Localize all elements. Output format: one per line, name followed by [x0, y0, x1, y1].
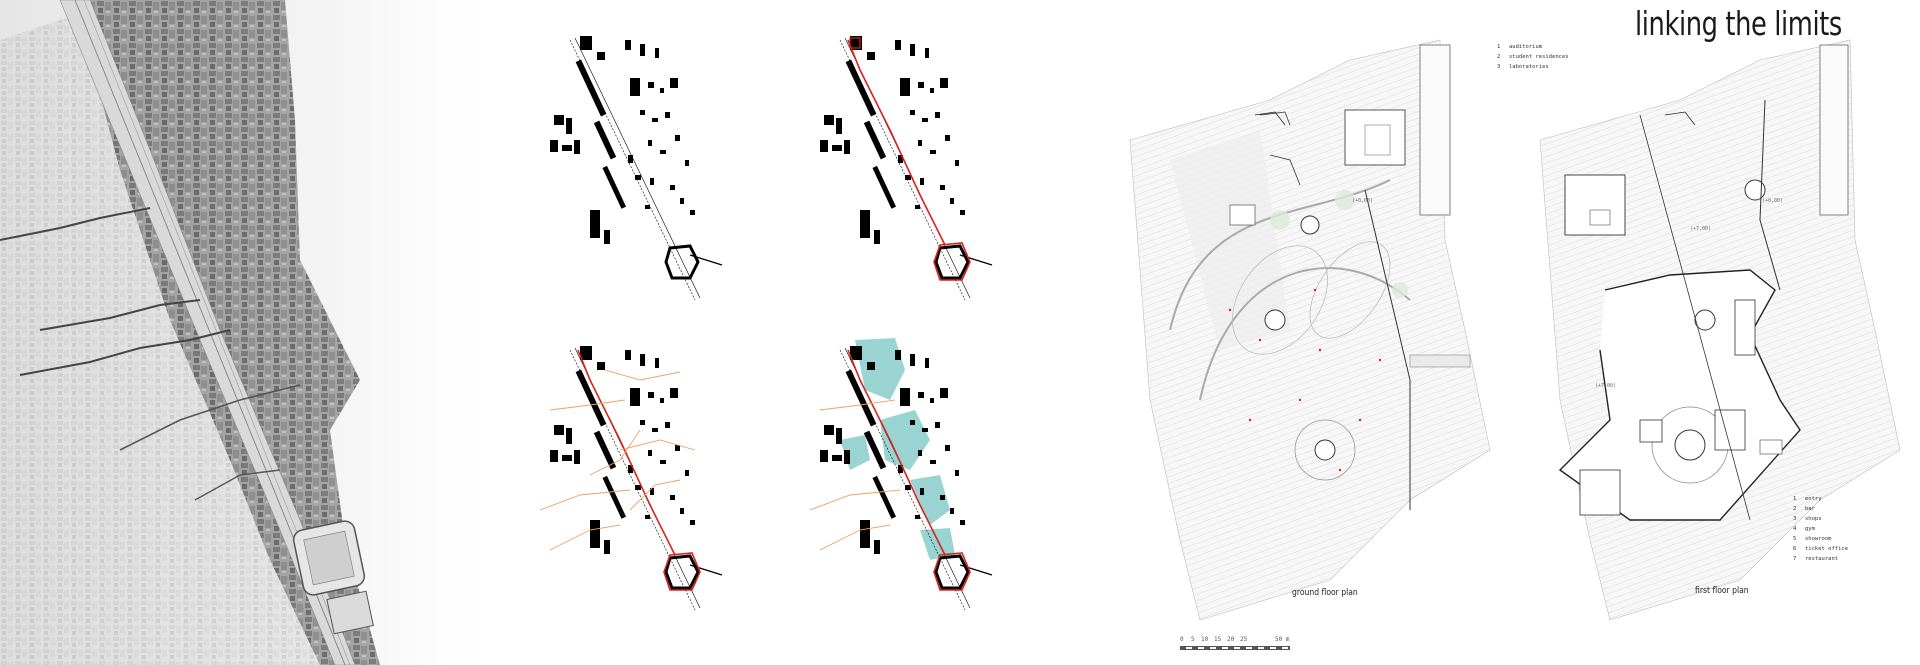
level-marker: (+7,00)	[1690, 226, 1712, 232]
first-floor-drawing	[1539, 39, 1901, 621]
scale-tick: 50 m	[1275, 636, 1290, 643]
first-floor-plan-label: first floor plan	[1695, 586, 1749, 596]
scale-tick: 20	[1227, 636, 1235, 643]
floor-plans	[1110, 0, 1920, 665]
scale-tick: 25	[1240, 636, 1248, 643]
diagram-green-areas	[809, 338, 994, 612]
scale-bar-graphic	[1180, 646, 1290, 650]
scale-tick: 0	[1180, 636, 1184, 643]
scale-tick: 5	[1191, 636, 1195, 643]
aerial-site-map	[0, 0, 485, 665]
ground-floor-drawing	[1129, 39, 1491, 621]
level-marker: (+0,00)	[1762, 198, 1784, 204]
ground-floor-plan-label: ground floor plan	[1292, 588, 1358, 598]
page-title: linking the limits	[1635, 4, 1842, 43]
level-marker: (+0,00)	[1352, 198, 1374, 204]
scale-tick: 10	[1201, 636, 1209, 643]
diagram-existing	[548, 34, 724, 302]
level-marker: (+7,00)	[1595, 383, 1617, 389]
diagram-connections	[539, 344, 724, 612]
site-analysis-diagrams	[530, 0, 1030, 665]
diagram-svg	[539, 34, 994, 612]
aerial-map-svg	[0, 0, 485, 665]
scale-bar: 0 5 10 15 20 25 50 m	[1180, 636, 1290, 650]
diagram-linear-route	[818, 34, 994, 302]
scale-tick: 15	[1214, 636, 1222, 643]
plans-svg	[1129, 39, 1901, 621]
